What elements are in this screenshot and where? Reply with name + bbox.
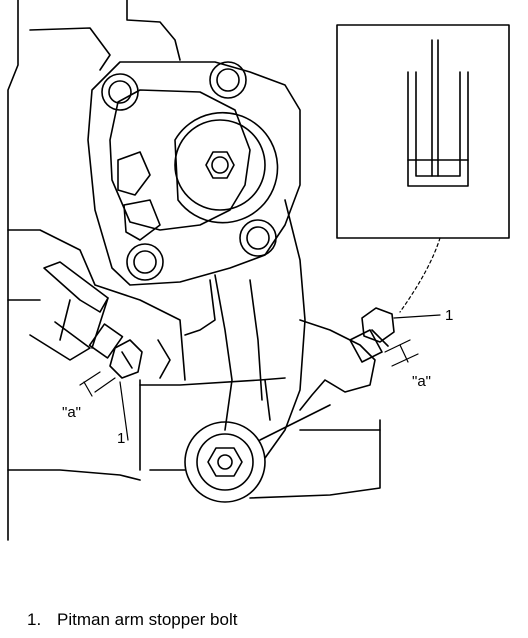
right-dimension-marks (384, 314, 441, 367)
legend: 1. Pitman arm stopper bolt (27, 610, 237, 630)
pitman-arm-nut (207, 447, 243, 477)
steering-gear-box (87, 61, 301, 286)
bolt-bottom-right (239, 219, 277, 257)
bolt-top-right (209, 61, 247, 99)
bolt-top-left (101, 73, 139, 111)
callout-right-dimension: "a" (412, 373, 431, 390)
chassis-frame (7, 0, 186, 541)
right-stopper-bolt (349, 307, 395, 363)
callout-left-dimension: "a" (62, 404, 81, 421)
callout-right-number: 1 (445, 307, 453, 324)
u-bracket-detail (407, 39, 469, 187)
pitman-arm-pivot (184, 421, 266, 503)
legend-item-number: 1. (27, 610, 42, 629)
bolt-bottom-left (126, 243, 164, 281)
pitman-arm-stopper-diagram: "a" 1 1 "a" (7, 0, 510, 541)
stopper-housing (139, 279, 286, 421)
callout-left-number: 1 (117, 430, 125, 447)
detail-inset (336, 24, 510, 313)
left-stopper-bolt (29, 261, 143, 379)
center-nut (205, 151, 235, 179)
sector-cover (174, 111, 279, 224)
detail-leader (399, 237, 441, 313)
legend-item: 1. Pitman arm stopper bolt (27, 610, 237, 630)
detail-inset-frame (336, 24, 510, 239)
pitman-arm (149, 199, 381, 503)
legend-item-text: Pitman arm stopper bolt (57, 610, 238, 629)
left-dimension-marks (79, 371, 129, 441)
cover-bolts (101, 61, 277, 281)
